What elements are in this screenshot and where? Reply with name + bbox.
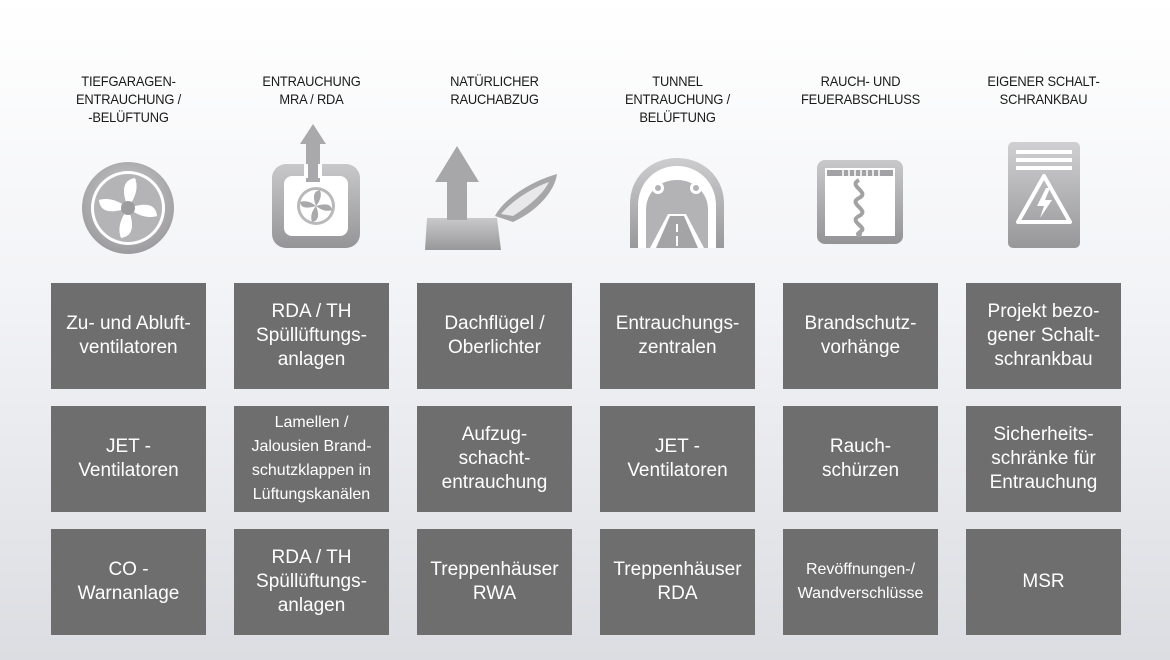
box-sicherheitsschraenke[interactable]: Sicherheits- schränke für Entrauchung	[966, 406, 1121, 512]
smoke-curtain-icon	[783, 118, 938, 258]
column-heading: TUNNEL ENTRAUCHUNG / BELÜFTUNG	[625, 73, 730, 125]
column-heading: RAUCH- UND FEUERABSCHLUSS	[800, 73, 921, 107]
tunnel-icon	[600, 118, 755, 258]
box-entrauchungszentralen[interactable]: Entrauchungs- zentralen	[600, 283, 755, 389]
box-co-warnanlage[interactable]: CO - Warnanlage	[51, 529, 206, 635]
box-treppenhaeuser-rwa[interactable]: Treppenhäuser RWA	[417, 529, 572, 635]
box-jet-ventilatoren[interactable]: JET - Ventilatoren	[51, 406, 206, 512]
fan-wheel-icon	[51, 118, 206, 258]
box-msr[interactable]: MSR	[966, 529, 1121, 635]
box-rda-th-spuellueftung-2[interactable]: RDA / TH Spüllüftungs- anlagen	[234, 529, 389, 635]
box-projektbezogener-schaltschrankbau[interactable]: Projekt bezo- gener Schalt- schrankbau	[966, 283, 1121, 389]
column-heading: NATÜRLICHER RAUCHABZUG	[450, 73, 539, 107]
box-dachfluegel-oberlichter[interactable]: Dachflügel / Oberlichter	[417, 283, 572, 389]
box-zu-und-abluftventilatoren[interactable]: Zu- und Abluft- ventilatoren	[51, 283, 206, 389]
box-jet-ventilatoren-tunnel[interactable]: JET - Ventilatoren	[600, 406, 755, 512]
box-brandschutzvorhaenge[interactable]: Brandschutz- vorhänge	[783, 283, 938, 389]
box-lamellen-jalousien[interactable]: Lamellen / Jalousien Brand- schutzklappe…	[234, 406, 389, 512]
box-aufzugschacht-entrauchung[interactable]: Aufzug- schacht- entrauchung	[417, 406, 572, 512]
fan-box-arrow-up-icon	[234, 118, 389, 258]
column-heading: TIEFGARAGEN- ENTRAUCHUNG / -BELÜFTUNG	[76, 73, 181, 125]
box-treppenhaeuser-rda[interactable]: Treppenhäuser RDA	[600, 529, 755, 635]
box-rauchschuerzen[interactable]: Rauch- schürzen	[783, 406, 938, 512]
column-heading: ENTRAUCHUNG MRA / RDA	[262, 73, 361, 107]
roof-hatch-arrow-icon	[417, 118, 572, 258]
column-heading: EIGENER SCHALT- SCHRANKBAU	[987, 73, 1100, 107]
box-rda-th-spuellueftung[interactable]: RDA / TH Spüllüftungs- anlagen	[234, 283, 389, 389]
control-cabinet-icon	[966, 118, 1121, 258]
box-revoeffnungen[interactable]: Revöffnungen-/ Wandverschlüsse	[783, 529, 938, 635]
